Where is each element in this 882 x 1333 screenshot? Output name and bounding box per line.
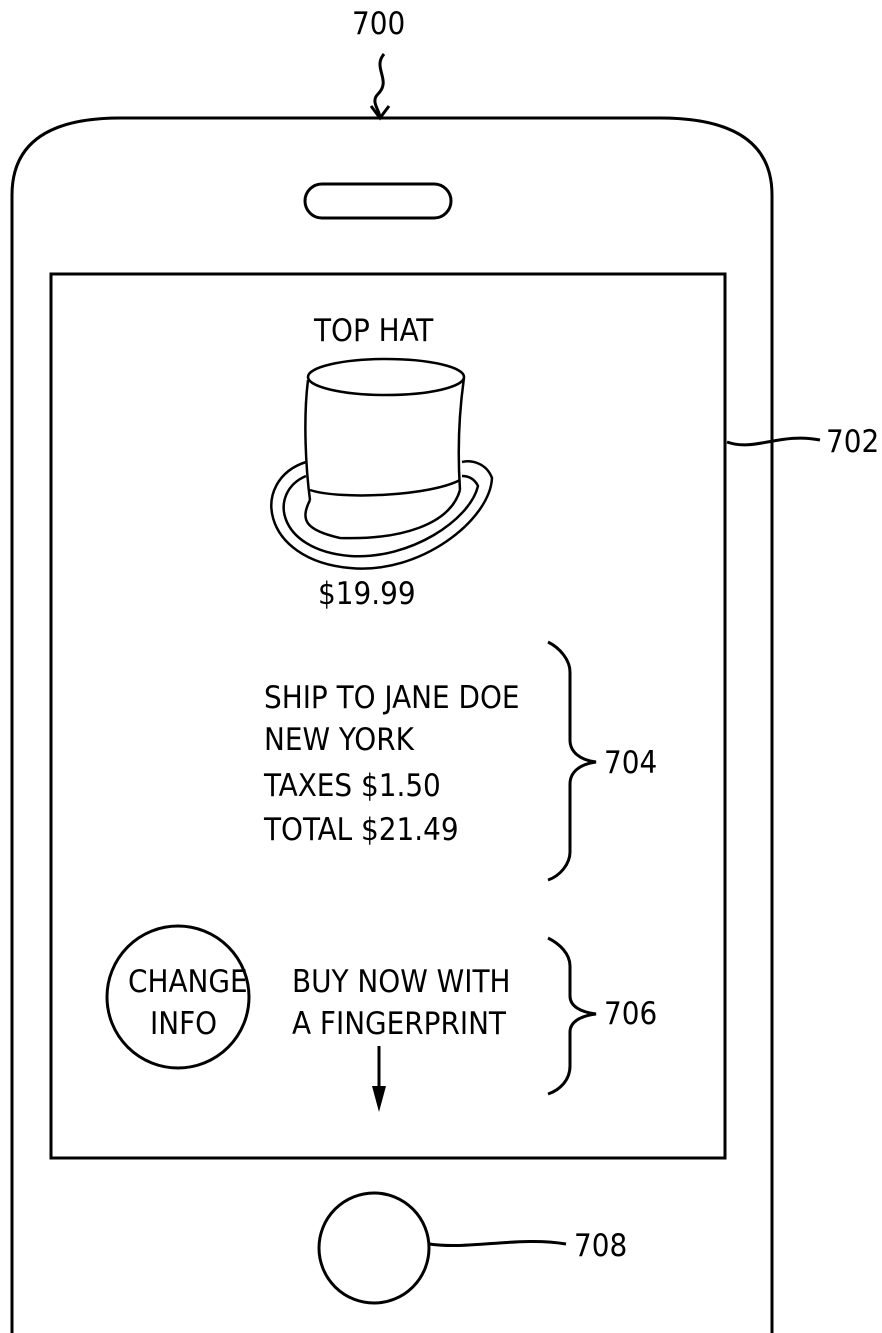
brace-706 <box>547 936 597 1096</box>
change-info-button[interactable] <box>105 924 251 1070</box>
screen <box>49 272 727 1160</box>
ref-702: 702 <box>826 424 879 460</box>
product-name: TOP HAT <box>313 313 434 349</box>
ref-700: 700 <box>352 6 405 42</box>
phone-body <box>10 116 774 1333</box>
ref-702-leader <box>726 436 821 447</box>
order-line-city: NEW YORK <box>264 722 415 758</box>
order-line-total: TOTAL $21.49 <box>263 812 459 848</box>
ref-704: 704 <box>604 745 657 781</box>
change-info-label-line1: CHANGE <box>128 964 248 1000</box>
order-info: SHIP TO JANE DOE NEW YORK TAXES $1.50 TO… <box>263 680 520 848</box>
ref-708: 708 <box>574 1228 627 1264</box>
ref-708-leader <box>428 1239 567 1248</box>
speaker-slot <box>303 182 453 220</box>
ref-700-leader <box>373 53 386 119</box>
ref-706: 706 <box>604 996 657 1032</box>
change-info-label-line2: INFO <box>150 1006 217 1042</box>
top-hat-icon <box>270 357 494 570</box>
down-arrow-icon <box>372 1046 386 1112</box>
order-line-taxes: TAXES $1.50 <box>263 768 441 804</box>
home-button[interactable] <box>317 1191 431 1305</box>
buy-now-line2: A FINGERPRINT <box>292 1006 507 1042</box>
buy-now-line1: BUY NOW WITH <box>292 964 510 1000</box>
brace-704 <box>547 640 597 882</box>
product-price: $19.99 <box>318 576 416 612</box>
order-line-ship-to: SHIP TO JANE DOE <box>264 680 520 716</box>
